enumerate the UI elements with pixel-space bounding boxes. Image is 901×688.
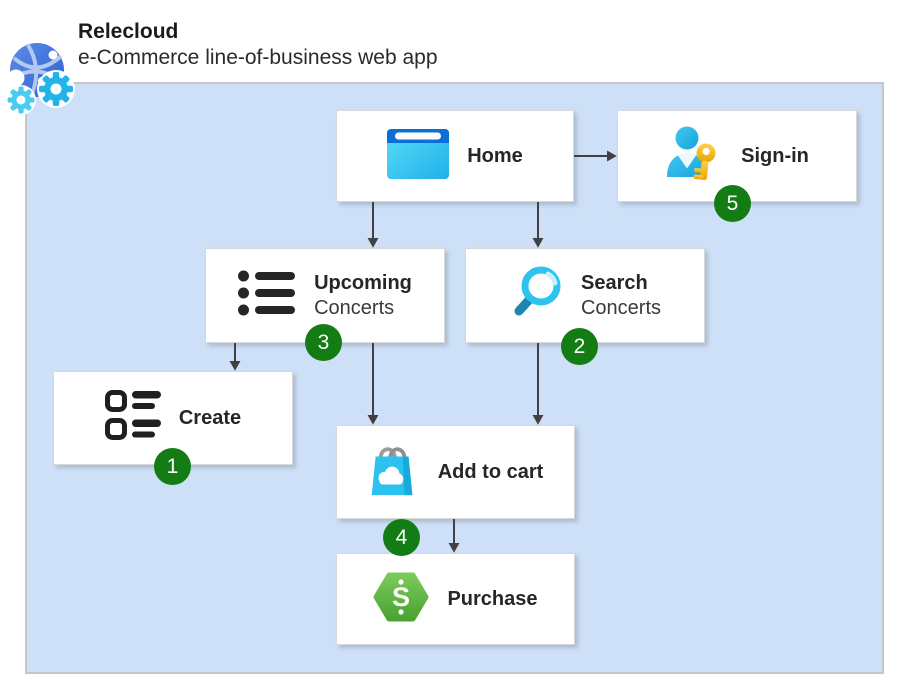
user-key-icon	[665, 125, 723, 188]
node-upcoming-title: Upcoming	[314, 271, 412, 294]
node-search-title: Search	[580, 271, 648, 294]
node-purchase: S Purchase	[336, 553, 575, 645]
node-sign-in-label: Sign-in	[741, 144, 809, 167]
step-badge-4: 4	[383, 519, 420, 556]
node-search-subtitle: Concerts	[580, 296, 662, 319]
step-badge-1: 1	[154, 448, 191, 485]
detail-list-icon	[104, 389, 161, 447]
step-badge-3: 3	[305, 324, 342, 361]
node-home-label: Home	[467, 144, 523, 167]
magnifier-icon	[509, 265, 563, 326]
dollar-hexagon-icon: S	[373, 572, 429, 627]
bulleted-list-icon	[238, 268, 296, 323]
page-title: Relecloud	[78, 20, 179, 43]
node-create-label: Create	[178, 406, 242, 429]
node-home: Home	[336, 110, 574, 202]
node-add-to-cart-label: Add to cart	[437, 460, 544, 483]
web-app-gears-icon	[4, 40, 84, 125]
node-upcoming-subtitle: Concerts	[314, 296, 395, 319]
step-badge-2: 2	[561, 328, 598, 365]
svg-text:S: S	[392, 582, 410, 612]
browser-icon	[387, 128, 450, 184]
shopping-bag-cloud-icon	[368, 440, 420, 505]
node-purchase-label: Purchase	[447, 587, 538, 610]
step-badge-5: 5	[714, 185, 751, 222]
node-add-to-cart: Add to cart	[336, 425, 575, 519]
page-subtitle: e-Commerce line-of-business web app	[78, 46, 438, 69]
